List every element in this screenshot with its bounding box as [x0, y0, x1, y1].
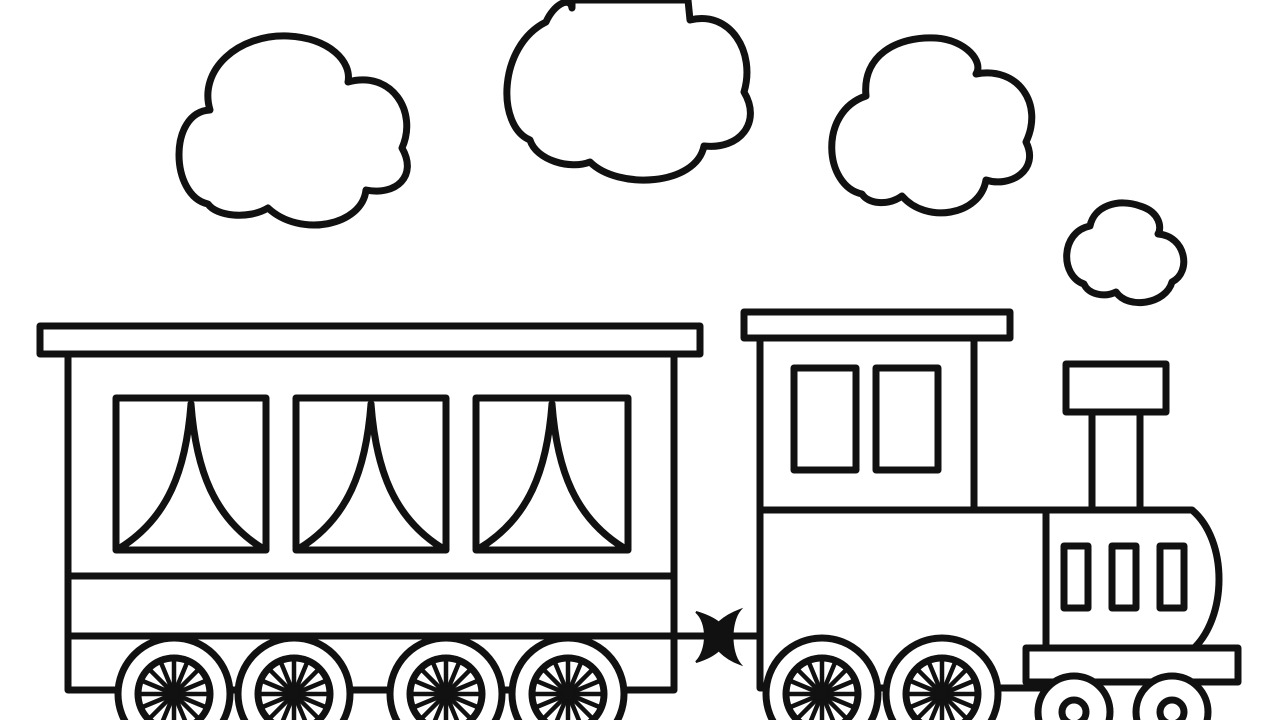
engine-wheel-1 — [762, 634, 882, 720]
engine-wheel-2 — [882, 634, 1002, 720]
boiler-window-3 — [1156, 542, 1188, 612]
cloud-small-smoke — [1063, 199, 1188, 307]
cloud-left — [175, 32, 411, 229]
passenger-window-1 — [112, 394, 270, 554]
passenger-window-3 — [472, 394, 632, 554]
boiler-window-2 — [1108, 542, 1140, 612]
passenger-wheel-4 — [508, 634, 628, 720]
passenger-wheel-2 — [234, 634, 354, 720]
cab-window-2 — [872, 364, 942, 474]
front-wheel-1 — [1034, 672, 1114, 720]
smokestack — [1088, 408, 1144, 514]
cab-roof — [740, 308, 1014, 342]
smokestack-cap — [1062, 360, 1170, 416]
front-wheel-2 — [1132, 672, 1212, 720]
boiler-window-1 — [1060, 542, 1092, 612]
cloud-center — [503, 0, 754, 184]
coupling — [670, 607, 764, 667]
cab-window-1 — [790, 364, 860, 474]
passenger-car-roof — [36, 322, 704, 358]
passenger-wheel-1 — [114, 634, 234, 720]
passenger-car — [36, 322, 704, 694]
passenger-wheel-3 — [386, 634, 506, 720]
wheels — [114, 634, 1212, 720]
passenger-window-2 — [292, 394, 450, 554]
cloud-right — [828, 34, 1036, 217]
locomotive — [740, 308, 1242, 692]
